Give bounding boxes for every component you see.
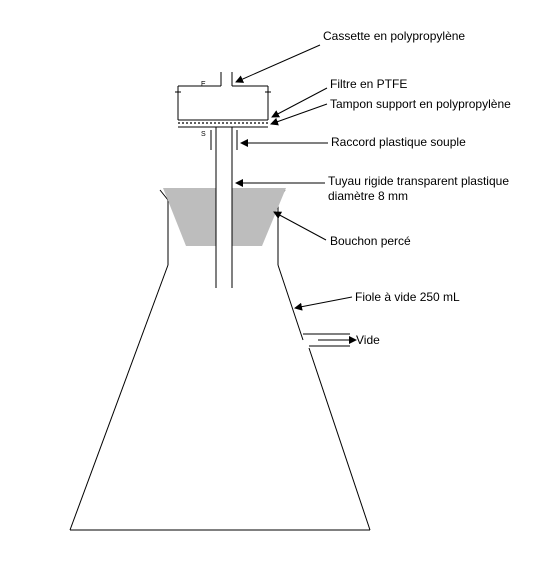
filter-arrow: [271, 87, 328, 118]
label-vacuum: Vide: [356, 333, 380, 347]
label-support-pad: Tampon support en polypropylène: [330, 97, 511, 111]
label-rigid-tube-line1: Tuyau rigide transparent plastique: [328, 174, 509, 188]
pad-arrow: [270, 103, 328, 126]
stopper: [163, 188, 286, 246]
label-ptfe-filter: Filtre en PTFE: [330, 77, 407, 91]
outlet-mark-s: S: [201, 131, 206, 138]
stopper-arrow: [273, 211, 327, 241]
vacuum-flask: [69, 189, 371, 531]
label-rigid-tube-line2: diamètre 8 mm: [328, 189, 408, 203]
flask-arrow: [294, 296, 353, 311]
vacuum-port: [303, 333, 350, 347]
label-vacuum-flask: Fiole à vide 250 mL: [355, 290, 460, 304]
label-stopper: Bouchon percé: [330, 234, 411, 248]
label-cassette: Cassette en polypropylène: [323, 29, 465, 43]
cassette-arrow: [235, 44, 321, 83]
label-flexible-connector: Raccord plastique souple: [331, 135, 466, 149]
flexible-connector: [210, 130, 238, 150]
inlet-mark-e: E: [201, 81, 206, 88]
cassette: [175, 72, 271, 121]
